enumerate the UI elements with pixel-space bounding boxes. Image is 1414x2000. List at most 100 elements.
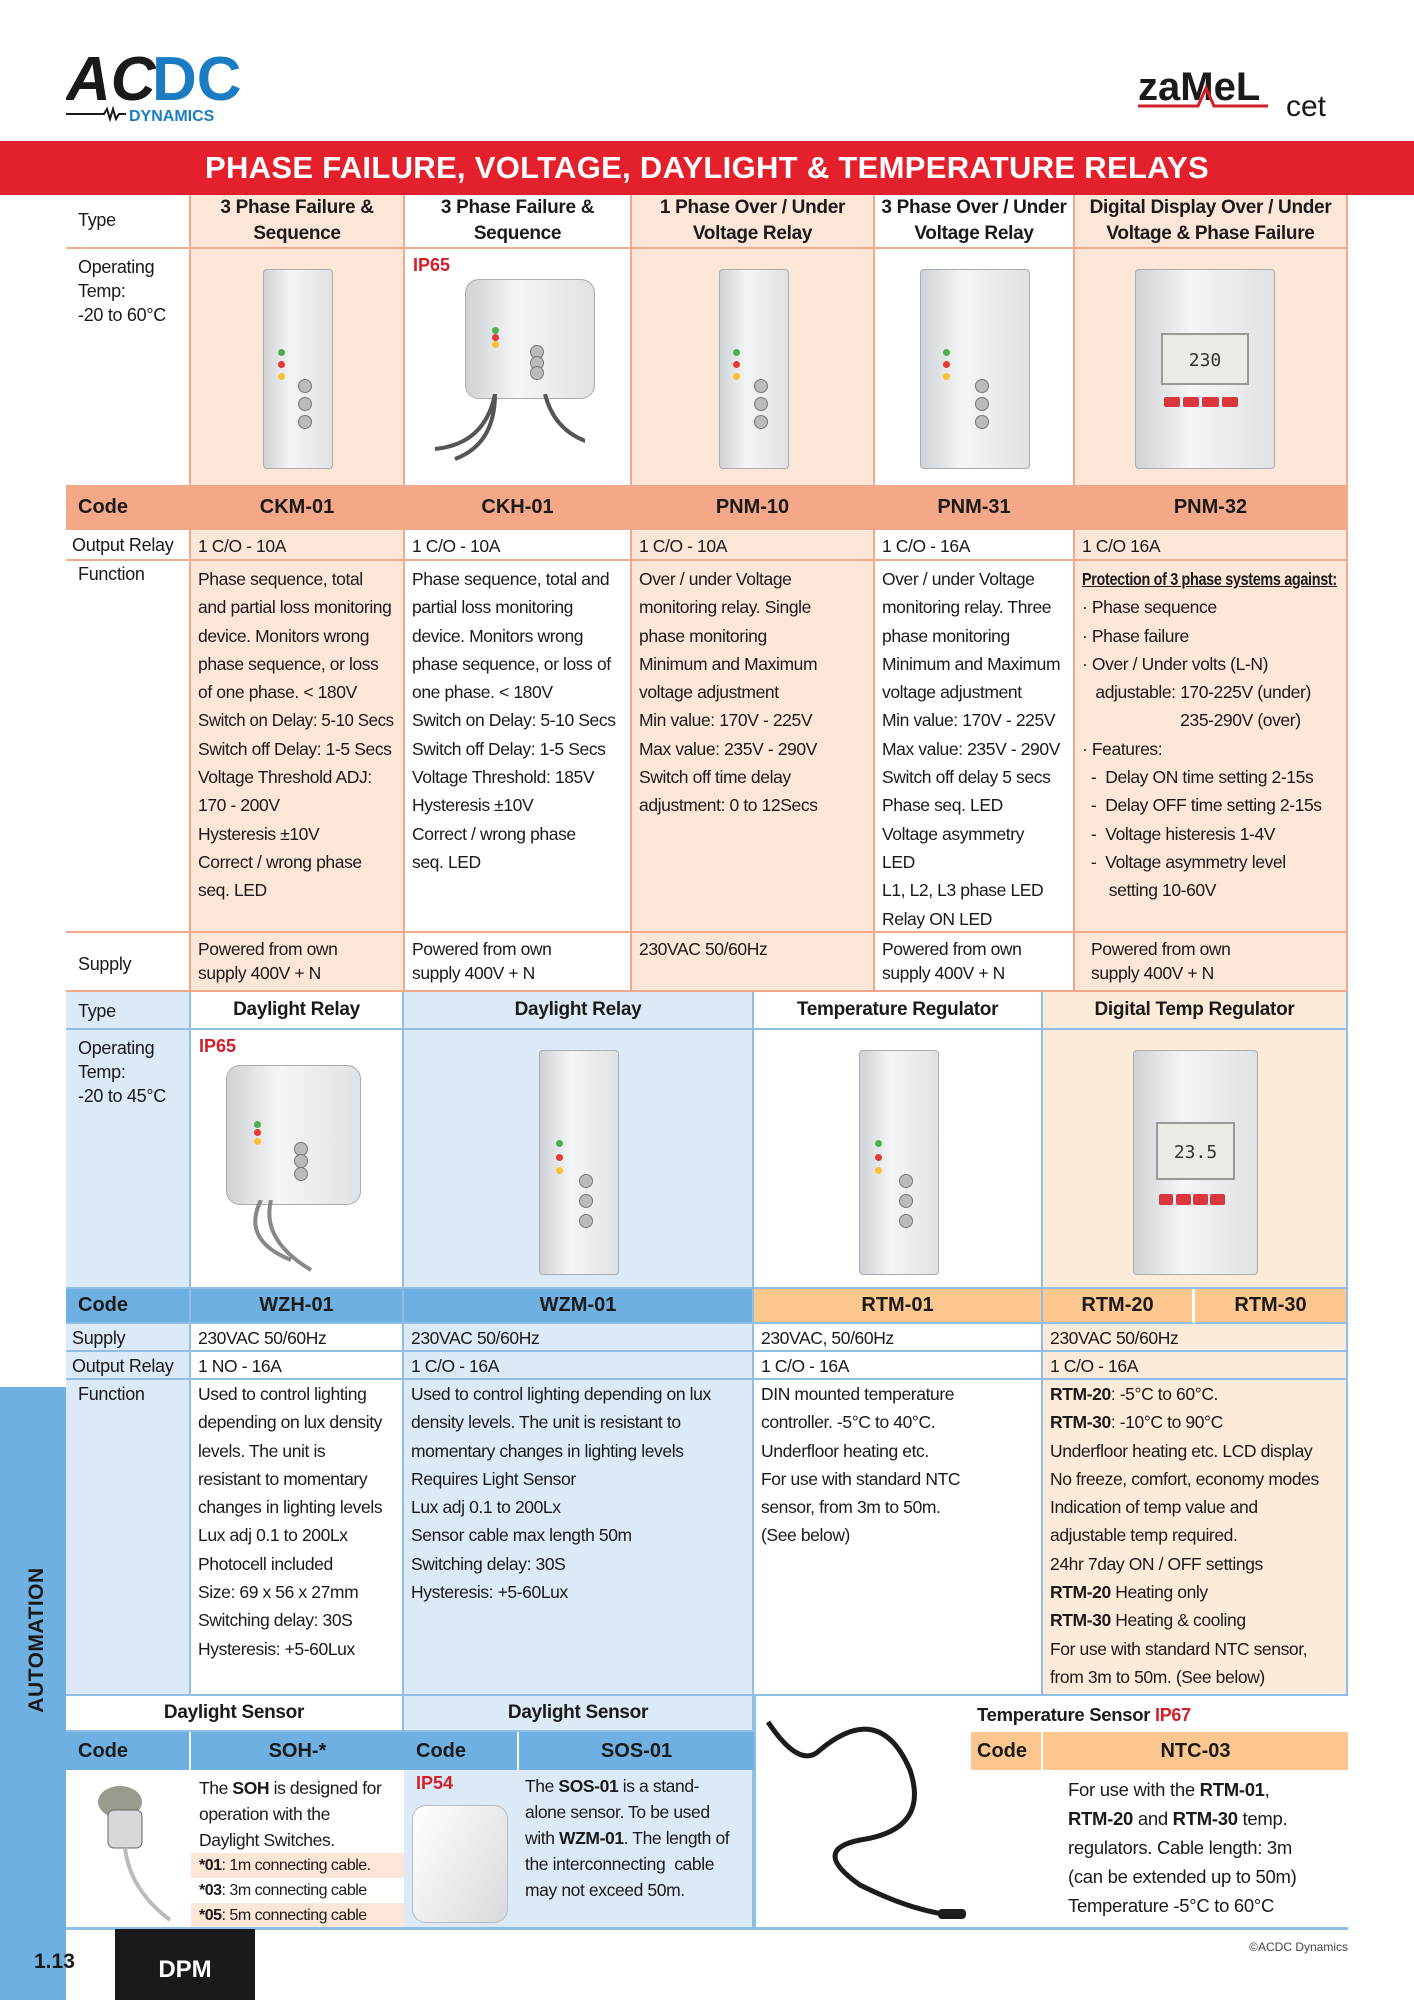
text-line: · Phase failure <box>1082 625 1189 646</box>
svg-text:AC: AC <box>66 48 157 114</box>
product-type: Daylight Relay <box>191 992 404 1030</box>
text-line: Switch on Delay: 5-10 Secs <box>412 710 616 731</box>
led-indicator-icon <box>277 361 285 369</box>
text-line: with WZM-01. The length of <box>525 1828 730 1848</box>
led-indicator-icon <box>942 372 950 380</box>
text-line: Daylight Switches. <box>199 1830 335 1850</box>
sensor-title-text: Temperature Sensor <box>977 1704 1151 1725</box>
product-image-cell <box>404 1030 754 1289</box>
relay-device-image: 23.5 <box>1133 1050 1258 1275</box>
text-line: levels. The unit is <box>198 1440 326 1461</box>
text-line: monitoring relay. Three <box>882 597 1052 618</box>
section-divider <box>754 1696 756 1929</box>
dial-icon <box>298 396 312 411</box>
product-image-cell: IP65 <box>405 249 632 487</box>
text-line: Lux adj 0.1 to 200Lx <box>198 1525 348 1546</box>
text-line: operation with the <box>199 1804 330 1824</box>
product-code: CKM-01 <box>191 487 405 530</box>
text-line: from 3m to 50m. (See below) <box>1050 1666 1265 1687</box>
text-line: Photocell included <box>198 1553 333 1574</box>
text-line: The SOS-01 is a stand- <box>525 1776 700 1796</box>
text-line: Minimum and Maximum <box>882 653 1061 674</box>
sensor-code-label: Code <box>66 1732 191 1770</box>
led-indicator-icon <box>253 1129 261 1137</box>
light-sensor-icon <box>98 1786 172 1922</box>
text-line: Voltage Threshold: 185V <box>412 767 595 788</box>
led-indicator-icon <box>253 1121 261 1129</box>
relay-device-image <box>465 279 595 399</box>
text-line: (can be extended up to 50m) <box>1068 1866 1297 1887</box>
text-line: alone sensor. To be used <box>525 1802 710 1822</box>
svg-text:DC: DC <box>152 48 242 114</box>
led-indicator-icon <box>491 341 499 349</box>
dpm-badge: DPM <box>115 1929 255 2000</box>
text-line: adjustable temp required. <box>1050 1525 1238 1546</box>
text-line: Phase sequence, total and <box>412 569 610 589</box>
text-line: and partial loss monitoring <box>198 597 392 618</box>
ip-rating: IP54 <box>416 1773 454 1793</box>
dial-icon <box>298 414 312 429</box>
led-indicator-icon <box>942 361 950 369</box>
text-line: Requires Light Sensor <box>411 1468 576 1489</box>
product-type: Digital Display Over / Under Voltage & P… <box>1075 195 1348 249</box>
text-line: Temperature -5°C to 60°C <box>1068 1895 1275 1916</box>
product-image-cell: 23.5 <box>1043 1030 1348 1289</box>
row-label-output: Output Relay <box>66 1352 191 1380</box>
sensor-title: Daylight Sensor <box>404 1696 754 1732</box>
text-line: monitoring relay. Single <box>639 597 811 618</box>
led-indicator-icon <box>555 1166 563 1174</box>
text-line: RTM-20: -5°C to 60°C. <box>1050 1384 1219 1404</box>
text-line: sensor, from 3m to 50m. <box>761 1497 941 1518</box>
acdc-logo-icon: AC DC DYNAMICS <box>64 45 242 125</box>
svg-text:cet: cet <box>1286 90 1327 122</box>
product-image-cell <box>632 249 875 487</box>
output-relay: 1 C/O - 10A <box>405 530 632 561</box>
acdc-logo: AC DC DYNAMICS <box>64 45 251 125</box>
cable-icon <box>434 394 585 461</box>
product-type: 3 Phase Failure & Sequence <box>405 195 632 249</box>
text-line: Used to control lighting <box>198 1384 367 1404</box>
text-line: setting 10-60V <box>1082 880 1217 901</box>
text-line: - Voltage histeresis 1-4V <box>1082 823 1276 844</box>
ntc-sensor-image <box>760 1710 966 1925</box>
text-line: Hysteresis ±10V <box>198 823 320 844</box>
dial-icon <box>975 378 989 393</box>
text-line: · Features: <box>1082 738 1163 759</box>
button-icon <box>1202 396 1219 407</box>
text-line: RTM-20 and RTM-30 temp. <box>1068 1808 1288 1829</box>
row-label-type: Type <box>66 195 191 249</box>
text-line: adjustment: 0 to 12Secs <box>639 795 818 816</box>
supply: 230VAC 50/60Hz <box>404 1324 754 1352</box>
button-icon <box>1158 1193 1174 1205</box>
led-indicator-icon <box>555 1153 563 1161</box>
output-relay: 1 C/O - 16A <box>875 530 1075 561</box>
relay-device-image: 230 <box>1135 269 1275 469</box>
text-line: Voltage asymmetry <box>882 823 1025 844</box>
dial-icon <box>579 1213 593 1228</box>
text-line: RTM-20 Heating only <box>1050 1582 1208 1603</box>
text-line: voltage adjustment <box>882 682 1022 703</box>
text-line: RTM-30 Heating & cooling <box>1050 1610 1246 1631</box>
text-line: the interconnecting cable <box>525 1854 715 1874</box>
text-line: phase monitoring <box>639 625 767 646</box>
product-image-cell <box>875 249 1075 487</box>
supply: 230VAC 50/60Hz <box>632 933 875 992</box>
soh-sensor-image <box>80 1780 180 1925</box>
output-relay: 1 C/O - 16A <box>1043 1352 1348 1380</box>
function-description: RTM-20: -5°C to 60°C.RTM-30: -10°C to 90… <box>1043 1380 1348 1696</box>
led-indicator-icon <box>733 361 741 369</box>
led-indicator-icon <box>733 372 741 380</box>
text-line: Size: 69 x 56 x 27mm <box>198 1582 359 1603</box>
text-line: Over / under Voltage <box>639 569 792 589</box>
product-type: 3 Phase Failure & Sequence <box>191 195 405 249</box>
dial-icon <box>579 1173 593 1188</box>
section-bottom-rule <box>66 1927 1348 1930</box>
row-label-code: Code <box>66 487 191 530</box>
product-type: 3 Phase Over / Under Voltage Relay <box>875 195 1075 249</box>
product-image-cell: 230 <box>1075 249 1348 487</box>
led-indicator-icon <box>942 349 950 357</box>
sensor-description: The SOS-01 is a stand-alone sensor. To b… <box>519 1773 754 1903</box>
sensor-description: For use with the RTM-01,RTM-20 and RTM-3… <box>1068 1775 1348 1920</box>
sensor-code: SOS-01 <box>519 1732 754 1770</box>
product-code: WZM-01 <box>404 1289 754 1324</box>
